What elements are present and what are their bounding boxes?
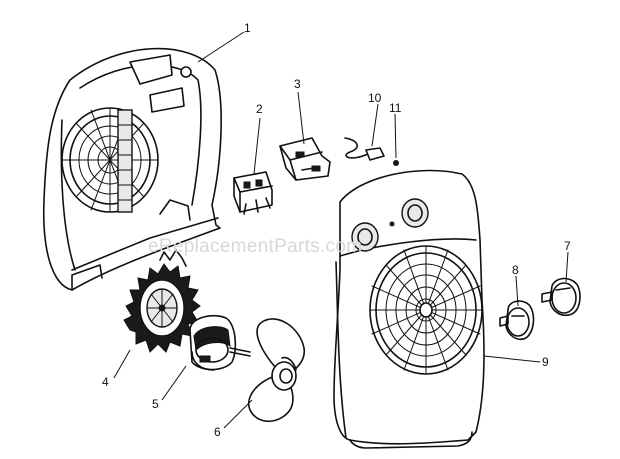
- callout-9: 9: [542, 355, 549, 369]
- front-housing: [333, 169, 485, 449]
- watermark: eReplacementParts.com: [148, 236, 362, 257]
- fan-blade: [247, 318, 306, 423]
- callout-8: 8: [512, 263, 519, 277]
- rear-grille: [61, 107, 159, 213]
- fan-motor: [189, 314, 251, 371]
- callout-2: 2: [256, 102, 263, 116]
- callout-4: 4: [102, 375, 109, 389]
- front-grille: [369, 245, 483, 375]
- callout-3: 3: [294, 77, 301, 91]
- callout-11: 11: [389, 101, 402, 115]
- rear-housing: [42, 47, 222, 291]
- thermostat: [279, 137, 331, 181]
- knob-large: [541, 277, 581, 317]
- knob-small: [499, 300, 535, 341]
- callout-6: 6: [214, 425, 221, 439]
- rotary-switch: [233, 171, 273, 215]
- thermal-fuse: [344, 137, 385, 161]
- callout-5: 5: [152, 397, 159, 411]
- callout-7: 7: [564, 239, 571, 253]
- screw: [393, 160, 399, 166]
- heating-element: [123, 249, 201, 353]
- callout-1: 1: [244, 21, 251, 35]
- leader-lines: [113, 31, 569, 429]
- callout-10: 10: [368, 91, 382, 105]
